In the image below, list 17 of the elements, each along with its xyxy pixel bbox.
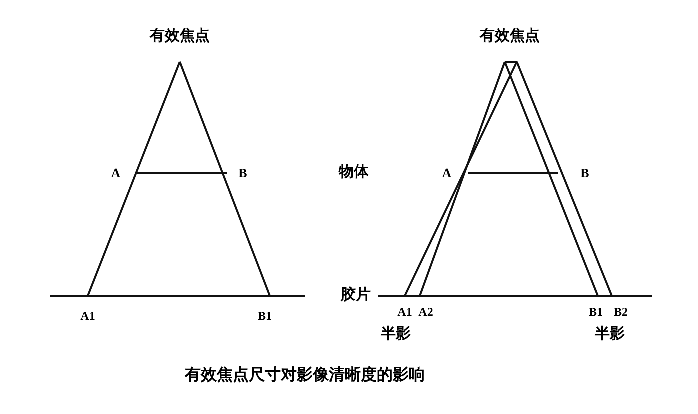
point-label: B2 [614, 306, 628, 318]
point-label: 胶片 [341, 288, 371, 304]
point-label: A1 [80, 310, 96, 322]
point-label: B1 [589, 306, 603, 318]
point-label: 有效焦点 [150, 30, 210, 44]
point-label: A [442, 166, 452, 180]
point-label: 半影 [381, 328, 411, 342]
point-label: B [580, 166, 590, 180]
point-label: 有效焦点 [480, 30, 540, 44]
point-label: A [111, 166, 121, 180]
caption: 有效焦点尺寸对影像清晰度的影响 [185, 368, 425, 384]
point-label: 物体 [339, 166, 369, 180]
point-label: B [238, 166, 248, 180]
point-label: A1 [398, 306, 412, 318]
point-label: A2 [418, 306, 434, 318]
point-label: 半影 [595, 328, 625, 342]
point-label: B1 [258, 310, 272, 322]
